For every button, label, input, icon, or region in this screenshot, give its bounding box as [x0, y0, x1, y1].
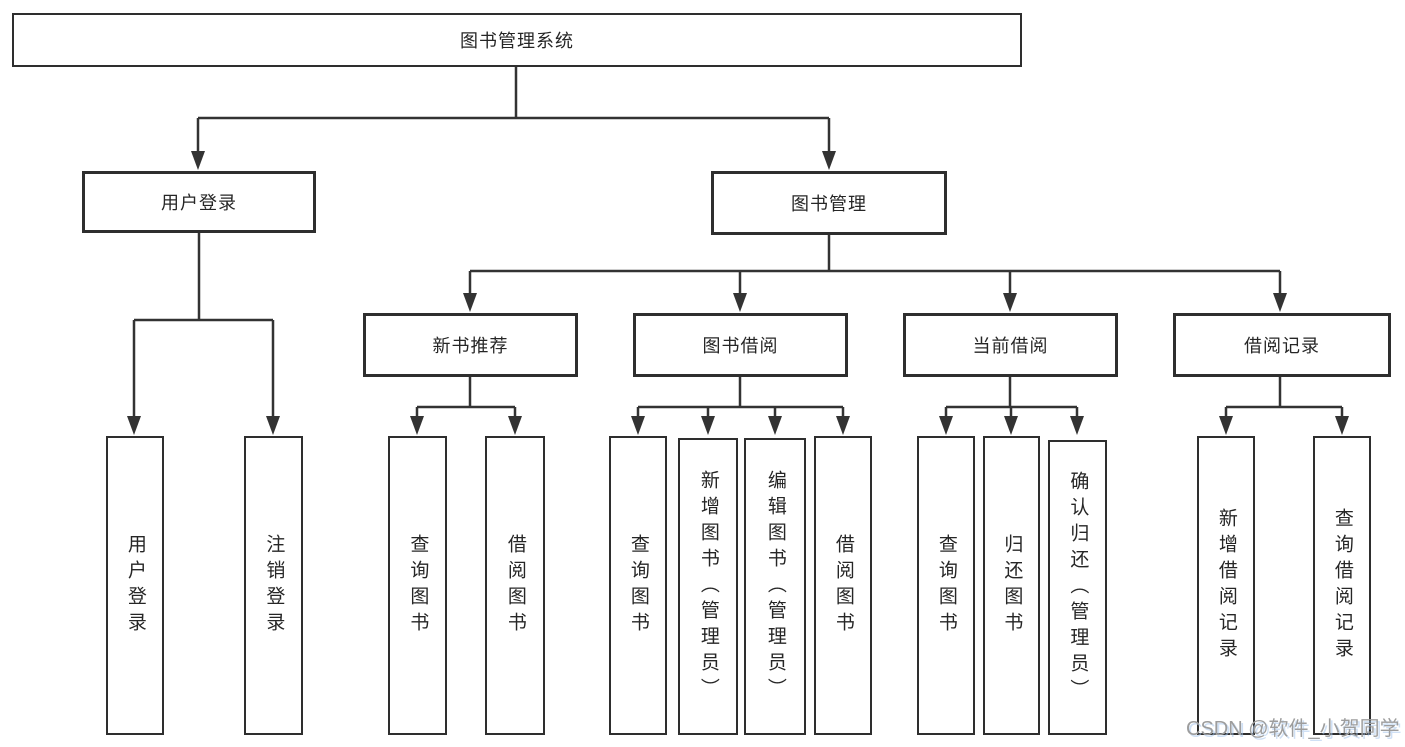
arrowhead	[508, 416, 522, 435]
node-leaf-cb-return: 归还图书	[983, 436, 1040, 735]
edge-borrow-record	[1224, 377, 1344, 418]
arrowhead	[733, 293, 747, 312]
node-leaf-bb-borrow-label: 借阅图书	[832, 533, 854, 638]
node-current-borrow: 当前借阅	[903, 313, 1118, 377]
node-user-login-label: 用户登录	[161, 193, 237, 213]
arrowheads	[127, 151, 1349, 435]
node-leaf-cb-confirm: 确认归还（管理员）	[1048, 440, 1107, 735]
node-leaf-bb-query-label: 查询图书	[627, 533, 649, 638]
node-leaf-bb-edit: 编辑图书（管理员）	[744, 438, 806, 735]
node-leaf-rec-query-label: 查询图书	[407, 533, 429, 638]
arrowhead	[463, 293, 477, 312]
node-leaf-rec-query: 查询图书	[388, 436, 447, 735]
node-book-borrow: 图书借阅	[633, 313, 848, 377]
node-leaf-bb-query: 查询图书	[609, 436, 667, 735]
node-leaf-bb-edit-label: 编辑图书（管理员）	[764, 469, 786, 704]
node-book-borrow-label: 图书借阅	[702, 336, 779, 356]
node-leaf-br-query: 查询借阅记录	[1313, 436, 1371, 735]
node-book-mgmt: 图书管理	[711, 171, 947, 235]
edge-new-book-rec	[415, 377, 517, 418]
node-leaf-logout: 注销登录	[244, 436, 303, 735]
node-leaf-bb-add: 新增图书（管理员）	[678, 438, 738, 735]
edge-book-borrow	[636, 377, 845, 418]
node-borrow-record-label: 借阅记录	[1244, 336, 1320, 356]
node-leaf-user-login: 用户登录	[106, 436, 164, 735]
arrowhead	[1335, 416, 1349, 435]
node-root: 图书管理系统	[12, 13, 1022, 67]
edge-book-mgmt	[468, 235, 1282, 295]
arrowhead	[1004, 416, 1018, 435]
node-current-borrow-label: 当前借阅	[972, 336, 1049, 356]
arrowhead	[1273, 293, 1287, 312]
edge-root	[196, 67, 831, 153]
arrowhead	[701, 416, 715, 435]
node-leaf-cb-return-label: 归还图书	[1001, 533, 1023, 638]
arrowhead	[127, 416, 141, 435]
edge-current-borrow	[944, 377, 1079, 418]
node-leaf-bb-borrow: 借阅图书	[814, 436, 872, 735]
arrowhead	[939, 416, 953, 435]
arrowhead	[410, 416, 424, 435]
arrowhead	[1070, 416, 1084, 435]
node-leaf-bb-add-label: 新增图书（管理员）	[697, 469, 719, 704]
arrowhead	[1219, 416, 1233, 435]
edge-user-login	[132, 233, 275, 418]
arrowhead	[836, 416, 850, 435]
arrowhead	[1003, 293, 1017, 312]
node-leaf-cb-query-label: 查询图书	[935, 533, 957, 638]
watermark: CSDN @软件_小贺同学	[1186, 718, 1400, 740]
node-new-book-rec: 新书推荐	[363, 313, 578, 377]
node-user-login: 用户登录	[82, 171, 316, 233]
node-borrow-record: 借阅记录	[1173, 313, 1391, 377]
node-root-label: 图书管理系统	[460, 31, 574, 51]
node-leaf-br-query-label: 查询借阅记录	[1331, 507, 1353, 664]
node-leaf-rec-borrow-label: 借阅图书	[504, 533, 526, 638]
node-leaf-br-add: 新增借阅记录	[1197, 436, 1255, 735]
node-leaf-cb-confirm-label: 确认归还（管理员）	[1067, 470, 1089, 705]
node-leaf-cb-query: 查询图书	[917, 436, 975, 735]
arrowhead	[768, 416, 782, 435]
arrowhead	[631, 416, 645, 435]
node-leaf-user-login-label: 用户登录	[124, 533, 146, 638]
arrowhead	[266, 416, 280, 435]
arrowhead	[822, 151, 836, 170]
node-leaf-br-add-label: 新增借阅记录	[1215, 507, 1237, 664]
arrowhead	[191, 151, 205, 170]
node-book-mgmt-label: 图书管理	[791, 194, 867, 214]
node-leaf-logout-label: 注销登录	[263, 533, 285, 638]
node-new-book-rec-label: 新书推荐	[432, 336, 509, 356]
node-leaf-rec-borrow: 借阅图书	[485, 436, 545, 735]
